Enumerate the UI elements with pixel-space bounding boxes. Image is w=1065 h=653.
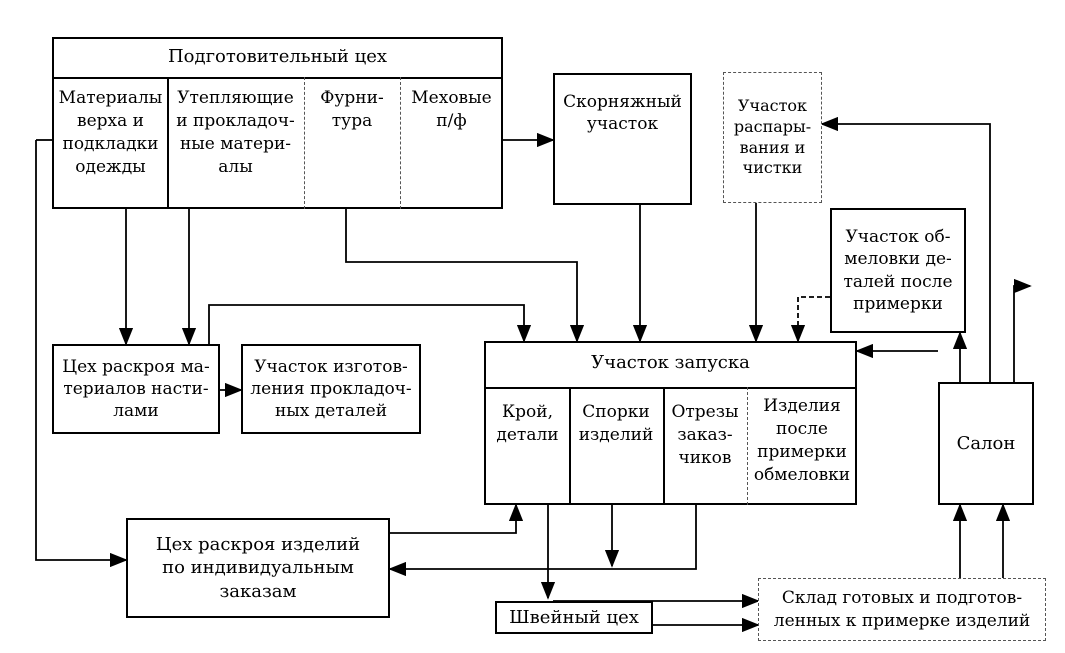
arrow-prep-to-cut-individual [35, 140, 128, 568]
launch-cell-after-fitting: Изделия после примерки обмеловки [753, 396, 851, 485]
warehouse-box: Склад готовых и подготов- ленных к приме… [758, 578, 1046, 641]
arrow-marking-to-launch [790, 296, 830, 343]
arrow-cut-to-launch [208, 304, 532, 344]
fur-section-box: Скорняжный участок [553, 73, 692, 205]
arrow-cut-individual-to-launch [390, 503, 524, 534]
arrow-fittings-to-launch [345, 208, 585, 343]
prep-cell-materials: Материалы верха и подкладки одежды [58, 88, 163, 177]
launch-cell-customer-fabric: Отрезы заказ- чиков [671, 402, 739, 468]
prep-cell-fur: Меховые п/ф [411, 88, 492, 131]
arrow-sewing-to-warehouse [548, 590, 760, 600]
marking-section-box: Участок об- меловки де- талей после прим… [830, 208, 966, 333]
cut-individual-box: Цех раскроя изделий по индивидуальным за… [126, 518, 390, 618]
salon-box: Салон [938, 382, 1034, 505]
unpick-section-box: Участок распары- вания и чистки [723, 72, 822, 203]
launch-cell-unpicked: Спорки изделий [578, 402, 654, 445]
launch-cell-cut-parts: Крой, детали [496, 402, 559, 445]
prep-cell-fittings: Фурни- тура [320, 88, 384, 131]
arrow-salon-to-unpick [820, 116, 991, 382]
launch-section-title: Участок запуска [591, 352, 750, 373]
cut-layers-box: Цех раскроя ма- териалов насти- лами [52, 344, 220, 434]
sewing-box: Швейный цех [495, 601, 653, 634]
prep-cell-insulation: Утепляющие и прокладоч- ные матери- алы [176, 88, 295, 177]
arrow-launch-to-cut-individual [388, 503, 697, 577]
prep-workshop-title: Подготовительный цех [167, 46, 388, 67]
prep-workshop-box: Подготовительный цех Материалы верха и п… [52, 37, 503, 209]
padding-parts-box: Участок изготов- ления прокладоч- ных де… [241, 344, 421, 434]
arrow-salon-out [1013, 278, 1032, 382]
launch-section-box: Участок запуска Крой, детали Спорки изде… [484, 341, 857, 505]
